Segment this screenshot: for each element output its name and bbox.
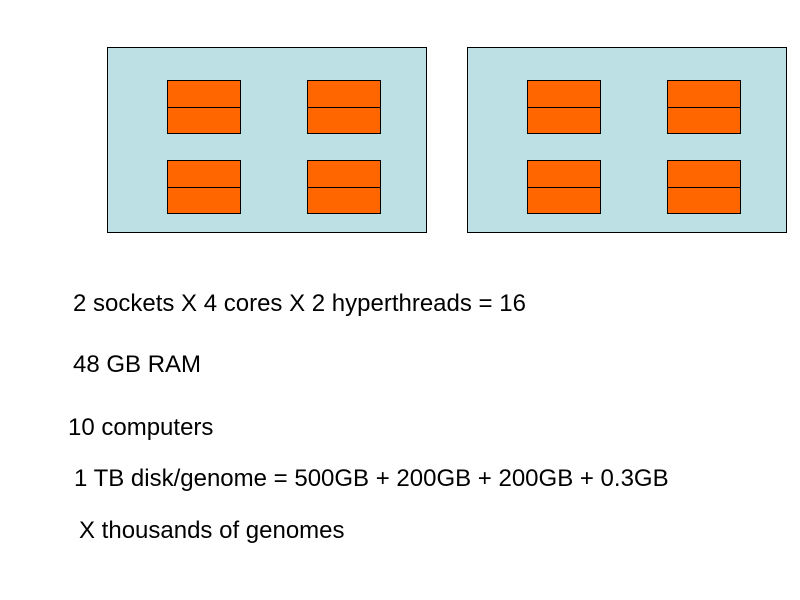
hyperthread [528, 186, 600, 214]
hyperthread [308, 161, 380, 187]
ram-line: 48 GB RAM [73, 351, 202, 378]
socket-2-core-3 [527, 160, 601, 214]
genomes-count-line: X thousands of genomes [79, 517, 345, 544]
hyperthread [308, 106, 380, 134]
hyperthread [168, 161, 240, 187]
disk-per-genome-line: 1 TB disk/genome = 500GB + 200GB + 200GB… [74, 465, 669, 492]
socket-1-core-4 [307, 160, 381, 214]
hyperthread [668, 186, 740, 214]
socket-2-core-2 [667, 80, 741, 134]
socket-2-core-1 [527, 80, 601, 134]
hyperthread [308, 81, 380, 107]
socket-1-core-1 [167, 80, 241, 134]
socket-2 [467, 47, 787, 233]
hyperthread [528, 81, 600, 107]
hyperthread [308, 186, 380, 214]
hyperthread [528, 161, 600, 187]
computers-line: 10 computers [68, 414, 214, 441]
sockets-cores-threads-line: 2 sockets X 4 cores X 2 hyperthreads = 1… [73, 290, 526, 317]
hyperthread [168, 81, 240, 107]
hyperthread [528, 106, 600, 134]
hyperthread [168, 106, 240, 134]
socket-1-core-2 [307, 80, 381, 134]
socket-1 [107, 47, 427, 233]
hyperthread [668, 106, 740, 134]
hyperthread [668, 81, 740, 107]
socket-2-core-4 [667, 160, 741, 214]
socket-1-core-3 [167, 160, 241, 214]
hyperthread [168, 186, 240, 214]
hyperthread [668, 161, 740, 187]
